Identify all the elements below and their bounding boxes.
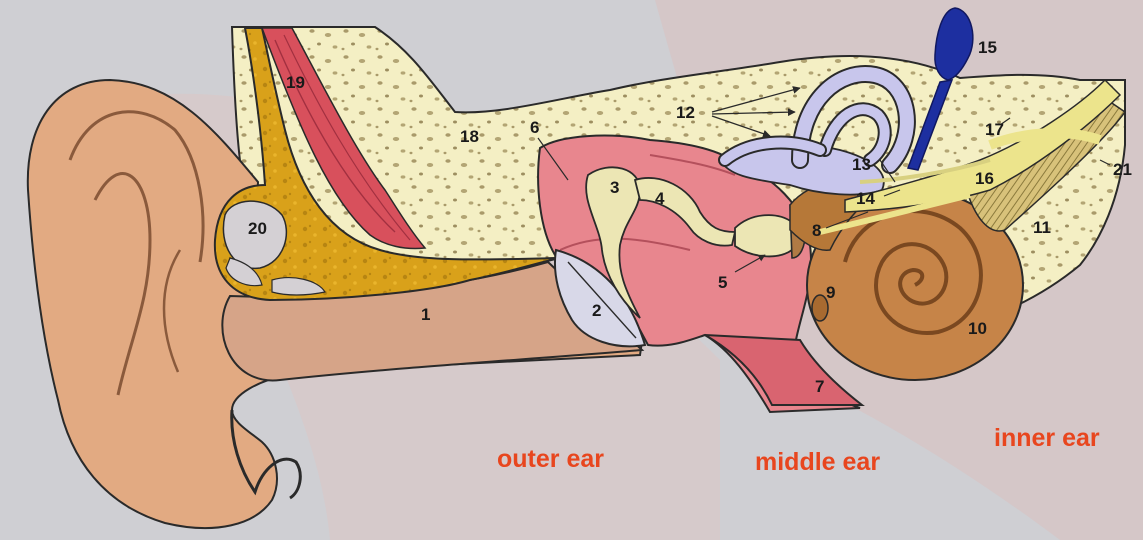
label-4: 4 — [655, 189, 665, 208]
label-12: 12 — [676, 103, 695, 122]
label-13: 13 — [852, 155, 871, 174]
region-label-inner-ear: inner ear — [994, 424, 1100, 452]
stapes — [735, 215, 792, 256]
region-label-middle-ear: middle ear — [755, 448, 880, 476]
label-18: 18 — [460, 127, 479, 146]
label-16: 16 — [975, 169, 994, 188]
label-15: 15 — [978, 38, 997, 57]
label-1: 1 — [421, 305, 430, 324]
label-3: 3 — [610, 178, 619, 197]
label-10: 10 — [968, 319, 987, 338]
label-7: 7 — [815, 377, 824, 396]
label-19: 19 — [286, 73, 305, 92]
label-9: 9 — [826, 283, 835, 302]
label-17: 17 — [985, 120, 1004, 139]
label-5: 5 — [718, 273, 727, 292]
label-11: 11 — [1033, 218, 1051, 237]
label-21: 21 — [1113, 160, 1132, 179]
label-2: 2 — [592, 301, 601, 320]
region-label-outer-ear: outer ear — [497, 445, 604, 473]
label-20: 20 — [248, 219, 267, 238]
label-6: 6 — [530, 118, 539, 137]
label-8: 8 — [812, 221, 821, 240]
label-14: 14 — [856, 189, 875, 208]
